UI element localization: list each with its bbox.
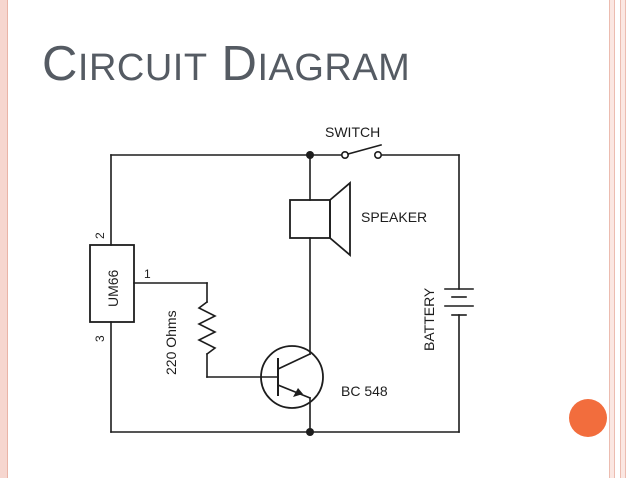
diagram-background — [62, 105, 550, 450]
speaker-magnet — [289, 199, 331, 239]
title-rest-iagram: IAGRAM — [257, 47, 411, 89]
transistor-collector — [276, 352, 312, 371]
transistor-emitter-arrow — [293, 388, 303, 397]
pin2-label: 2 — [93, 232, 107, 239]
switch-label: SWITCH — [325, 124, 380, 140]
ic-label: UM66 — [105, 269, 121, 307]
transistor-emitter — [276, 383, 312, 400]
ic-um66-body — [89, 244, 135, 323]
title-initial-d: D — [221, 37, 258, 91]
switch-contact-right — [373, 151, 382, 160]
switch-lever — [347, 144, 382, 155]
pin1-label: 1 — [144, 267, 151, 281]
slide-title: CIRCUIT DIAGRAM — [42, 36, 410, 92]
speaker-label: SPEAKER — [361, 209, 427, 225]
slide-left-border — [0, 0, 8, 478]
switch-contact-left — [340, 151, 349, 160]
slide-right-border-outer — [620, 0, 626, 478]
resistor-zigzag — [197, 300, 217, 356]
title-initial-c: C — [42, 37, 78, 91]
slide-right-border-inner — [609, 0, 615, 478]
junction-bottom — [306, 428, 314, 436]
transistor-label: BC 548 — [341, 383, 388, 399]
battery-label: BATTERY — [421, 287, 437, 351]
title-rest-ircuit: IRCUIT — [77, 47, 208, 89]
junction-top — [306, 151, 314, 159]
speaker-cone — [329, 181, 351, 257]
resistor-label: 220 Ohms — [163, 310, 179, 375]
transistor-bc548-body — [260, 345, 324, 409]
orange-accent-dot — [569, 399, 607, 437]
pin3-label: 3 — [93, 335, 107, 342]
